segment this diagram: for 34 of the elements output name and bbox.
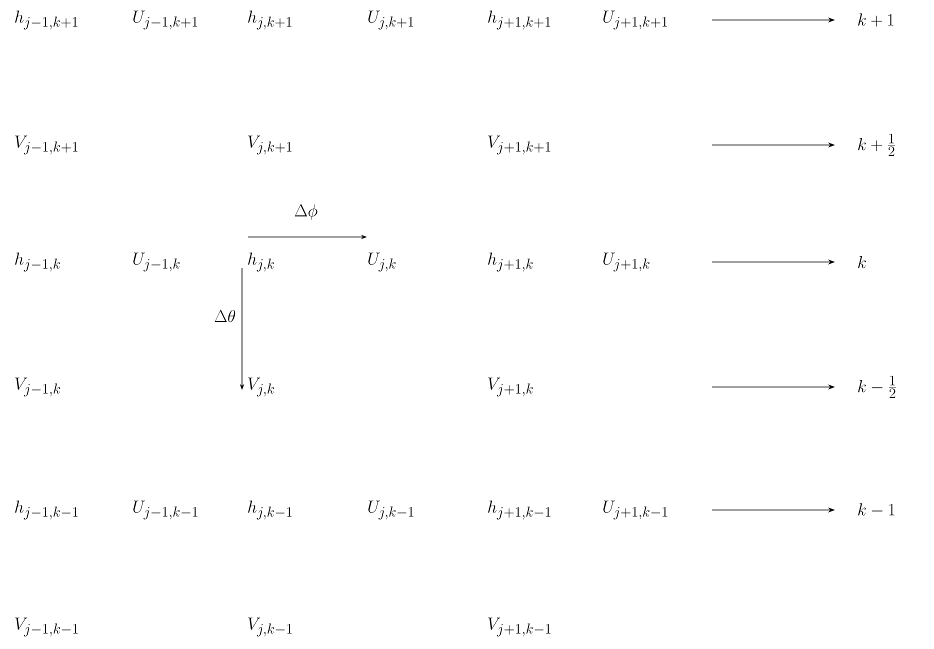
grid-variable: $V_{j-1,k+1}$ xyxy=(15,136,78,154)
grid-variable: $h_{j,k+1}$ xyxy=(248,10,292,30)
grid-variable: $U_{j-1,k}$ xyxy=(133,252,180,272)
grid-variable: $h_{j+1,k}$ xyxy=(488,252,533,272)
row-index-label: $k$ xyxy=(858,256,866,268)
grid-variable: $U_{j+1,k-1}$ xyxy=(603,500,668,520)
measure-label: $\Delta\phi$ xyxy=(294,204,318,220)
grid-variable: $U_{j+1,k}$ xyxy=(603,252,650,272)
grid-variable: $U_{j+1,k+1}$ xyxy=(603,10,667,30)
grid-variable: $U_{j,k}$ xyxy=(368,252,396,272)
row-index-label: $k-1$ xyxy=(858,503,894,516)
grid-variable: $U_{j-1,k+1}$ xyxy=(133,10,198,30)
grid-variable: $V_{j,k-1}$ xyxy=(248,618,292,636)
row-index-label: $k-\frac{1}{2}$ xyxy=(858,376,896,398)
grid-variable: $V_{j+1,k-1}$ xyxy=(488,618,551,636)
grid-variable: $U_{j,k+1}$ xyxy=(368,10,414,30)
grid-variable: $V_{j-1,k-1}$ xyxy=(15,618,78,636)
grid-variable: $V_{j,k}$ xyxy=(248,378,274,396)
grid-variable: $V_{j+1,k}$ xyxy=(488,378,533,396)
row-index-label: $k+\frac{1}{2}$ xyxy=(858,134,895,156)
grid-variable: $U_{j-1,k-1}$ xyxy=(133,500,198,520)
grid-variable: $h_{j,k}$ xyxy=(248,252,274,272)
grid-variable: $h_{j+1,k-1}$ xyxy=(488,500,550,520)
grid-variable: $V_{j,k+1}$ xyxy=(248,136,292,154)
row-index-label: $k+1$ xyxy=(858,13,894,27)
measure-label: $\Delta\theta$ xyxy=(214,310,236,322)
grid-variable: $h_{j-1,k}$ xyxy=(15,252,60,272)
grid-variable: $U_{j,k-1}$ xyxy=(368,500,414,520)
grid-variable: $V_{j-1,k}$ xyxy=(15,378,60,396)
grid-variable: $h_{j-1,k-1}$ xyxy=(15,500,78,520)
grid-variable: $V_{j+1,k+1}$ xyxy=(488,136,550,154)
grid-variable: $h_{j-1,k+1}$ xyxy=(15,10,78,30)
grid-variable: $h_{j,k-1}$ xyxy=(248,500,292,520)
grid-variable: $h_{j+1,k+1}$ xyxy=(488,10,550,30)
